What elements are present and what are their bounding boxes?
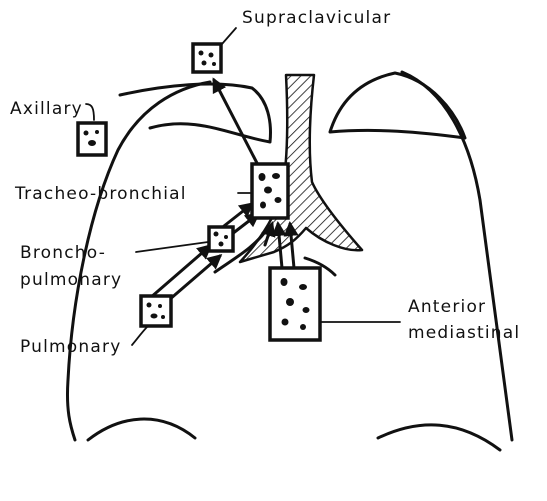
leader-supraclavicular (222, 28, 236, 44)
leader-axillary (86, 104, 94, 120)
right-diaphragm (378, 425, 500, 450)
arrow-tracheobronchial-to-supraclavicular (214, 80, 258, 165)
left-first-rib (120, 84, 270, 142)
label-pulmonary: Pulmonary (20, 337, 121, 357)
leader-broncho-pulmonary (136, 242, 208, 252)
node-tracheo-bronchial (252, 164, 288, 218)
node-broncho-pulmonary (209, 227, 233, 251)
label-anterior-line1: Anterior (408, 297, 486, 317)
label-axillary: Axillary (10, 99, 83, 119)
label-supraclavicular: Supraclavicular (242, 8, 391, 28)
label-broncho-line1: Broncho- (20, 243, 106, 263)
node-supraclavicular (193, 44, 221, 72)
label-anterior-line2: mediastinal (408, 323, 520, 343)
label-broncho-line2: pulmonary (20, 270, 122, 290)
label-tracheo-bronchial: Tracheo-bronchial (14, 184, 187, 204)
node-anterior-mediastinal (270, 268, 320, 340)
leader-pulmonary (132, 326, 148, 345)
left-diaphragm (88, 419, 195, 440)
right-first-rib (330, 73, 465, 138)
node-axillary (78, 123, 106, 155)
right-lung-outline (402, 72, 512, 440)
node-pulmonary (141, 296, 171, 326)
